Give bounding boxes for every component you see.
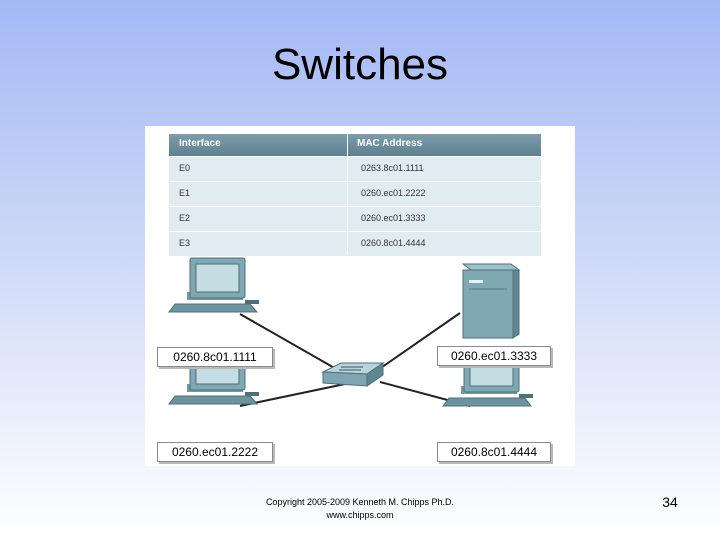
row-interface: E3: [179, 238, 191, 248]
mac-address-table: Interface MAC Address E0 0263.8c01.1111 …: [169, 134, 541, 256]
page-number: 34: [662, 494, 678, 510]
cable-bottom-left: [239, 383, 346, 407]
desktop-computer-icon: [168, 257, 259, 313]
cable-top-left: [239, 313, 346, 375]
table-row: E1 0260.ec01.2222: [169, 181, 541, 206]
row-mac: 0260.ec01.3333: [361, 213, 426, 223]
row-mac: 0260.8c01.4444: [361, 238, 426, 248]
host-mac-label-top-right: 0260.ec01.3333: [437, 346, 551, 366]
column-divider: [347, 134, 348, 254]
row-interface: E1: [179, 188, 191, 198]
host-mac-label-top-left: 0260.8c01.1111: [157, 347, 273, 367]
cable-top-right: [374, 312, 461, 373]
switch-icon: [321, 362, 385, 387]
table-row: E0 0263.8c01.1111: [169, 156, 541, 181]
slide-title: Switches: [271, 40, 449, 89]
table-row: E2 0260.ec01.3333: [169, 206, 541, 231]
copyright-text: Copyright 2005-2009 Kenneth M. Chipps Ph…: [265, 497, 455, 507]
table-header: Interface MAC Address: [169, 134, 541, 156]
server-icon: [461, 263, 521, 339]
network-topology: 0260.8c01.1111 0260.ec01.2222 0260.ec01.…: [145, 256, 575, 466]
row-mac: 0263.8c01.1111: [361, 163, 424, 173]
website-text: www.chipps.com: [326, 510, 394, 520]
header-mac-address: MAC Address: [357, 138, 423, 149]
slide-footer: Copyright 2005-2009 Kenneth M. Chipps Ph…: [220, 496, 500, 522]
row-interface: E0: [179, 163, 191, 173]
host-mac-label-bottom-right: 0260.8c01.4444: [437, 442, 551, 462]
row-interface: E2: [179, 213, 191, 223]
header-interface: Interface: [179, 138, 221, 149]
switch-diagram-figure: Interface MAC Address E0 0263.8c01.1111 …: [145, 126, 575, 466]
table-row: E3 0260.8c01.4444: [169, 231, 541, 256]
host-mac-label-bottom-left: 0260.ec01.2222: [157, 442, 273, 462]
row-mac: 0260.ec01.2222: [361, 188, 426, 198]
